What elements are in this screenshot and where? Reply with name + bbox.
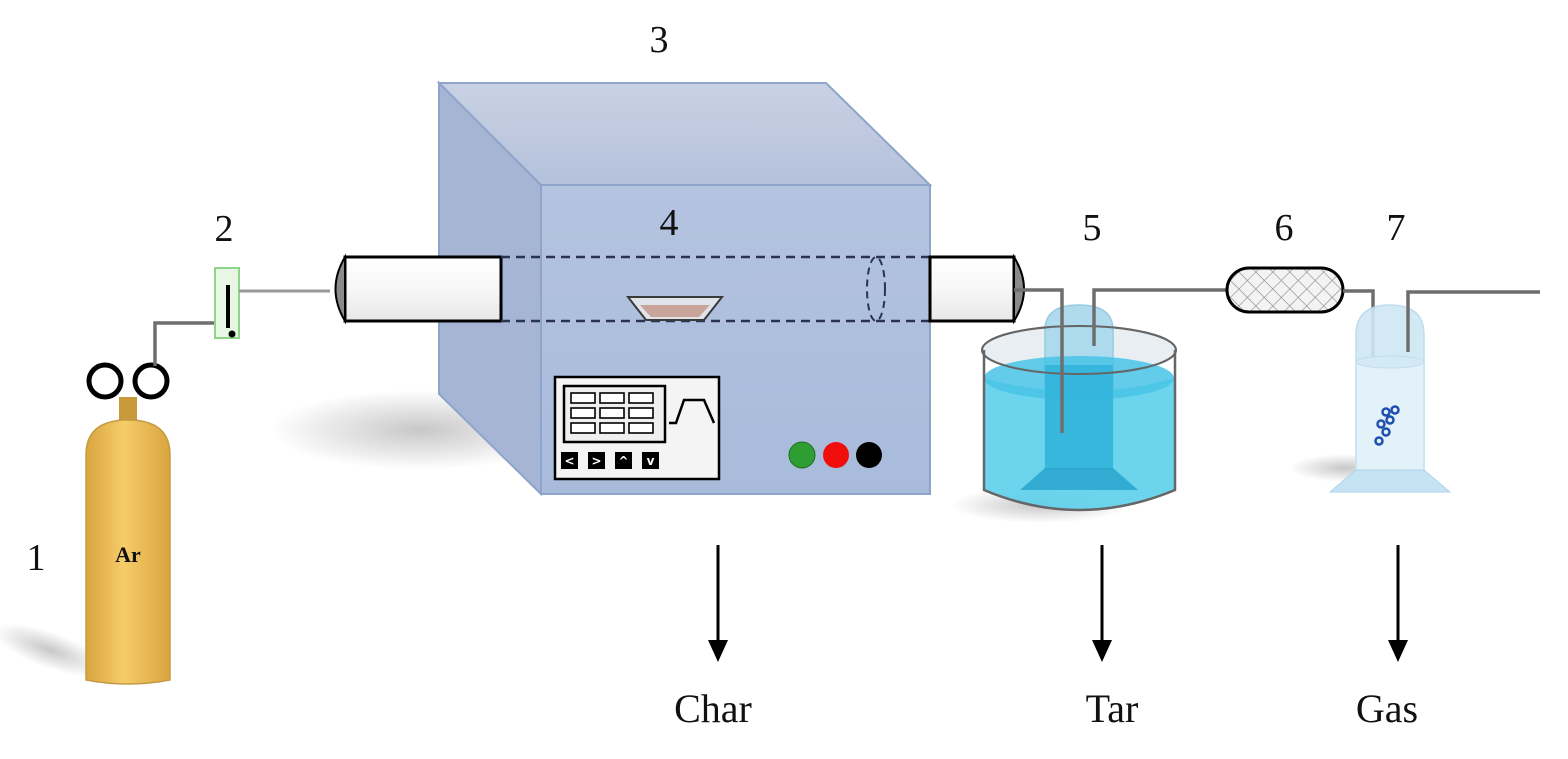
- tube-left-cap: [334, 253, 346, 325]
- tube-right-section: [928, 255, 1016, 323]
- tube-left-section: [343, 255, 503, 323]
- indicator-green: [788, 441, 816, 469]
- output-tar-label: Tar: [1086, 686, 1139, 731]
- flowmeter: [214, 267, 240, 339]
- output-char-label: Char: [674, 686, 752, 731]
- cylinder-body: [85, 419, 171, 685]
- button-right-glyph: >: [591, 454, 601, 468]
- button-up-glyph: ^: [618, 454, 628, 468]
- label-2: 2: [215, 208, 234, 250]
- cylinder-valve-stem: [119, 397, 137, 421]
- regulator-gauge-right: [132, 362, 170, 400]
- arrow-tar: [1092, 545, 1112, 662]
- controller-temperature-curve: [669, 398, 716, 425]
- indicator-black: [856, 442, 882, 468]
- gas-washing-bottle: [1328, 290, 1540, 493]
- button-left-glyph: <: [564, 454, 574, 468]
- button-down-glyph: v: [647, 454, 655, 468]
- cylinder-shadow: [0, 623, 107, 677]
- label-3: 3: [650, 19, 669, 61]
- cold-trap: [981, 288, 1230, 512]
- quartz-tube: [334, 253, 1025, 325]
- bottle-base: [1328, 469, 1452, 493]
- gas-bubbles: [1374, 405, 1400, 446]
- pipe-cylinder-to-flowmeter: [153, 321, 217, 366]
- controller-buttons: < > ^ v: [561, 452, 659, 469]
- regulator-gauge-left: [86, 362, 124, 400]
- filter: [1225, 266, 1345, 314]
- label-6: 6: [1275, 207, 1294, 249]
- label-4: 4: [660, 202, 679, 244]
- label-5: 5: [1083, 207, 1102, 249]
- arrow-char: [708, 545, 728, 662]
- argon-cylinder: Ar: [85, 362, 171, 685]
- indicator-red: [823, 442, 849, 468]
- output-gas-label: Gas: [1356, 686, 1418, 731]
- filter-body: [1225, 266, 1345, 314]
- cylinder-gas-label: Ar: [115, 542, 141, 567]
- temperature-controller: < > ^ v: [553, 375, 721, 481]
- sample-boat: [625, 296, 725, 321]
- label-7: 7: [1387, 207, 1406, 249]
- arrow-gas: [1388, 545, 1408, 662]
- label-1: 1: [27, 537, 46, 579]
